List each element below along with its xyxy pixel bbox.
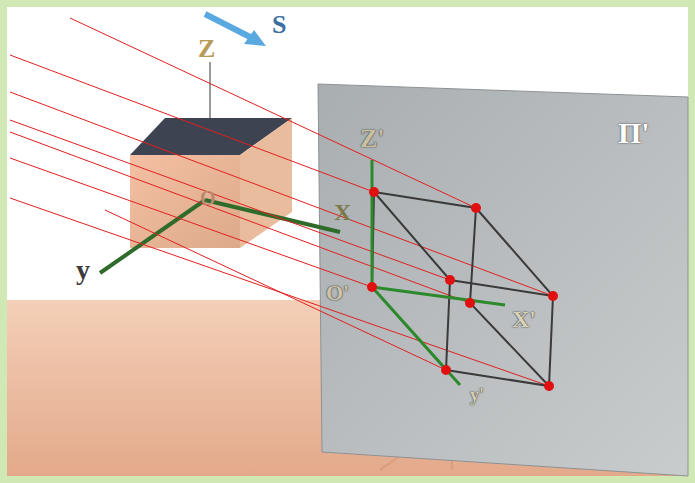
axis-label: y — [76, 256, 90, 284]
projected-axis-label: X' — [512, 307, 536, 331]
plane-label: Π' — [618, 118, 650, 148]
axis-label: Z — [198, 36, 215, 62]
projected-origin-label: O' — [326, 282, 349, 304]
projected-axis-label: Z' — [360, 126, 385, 152]
axis-label: X — [334, 200, 351, 224]
direction-label: S — [272, 12, 286, 38]
origin-label: O — [200, 188, 216, 208]
projected-axis-label: y' — [470, 386, 484, 404]
